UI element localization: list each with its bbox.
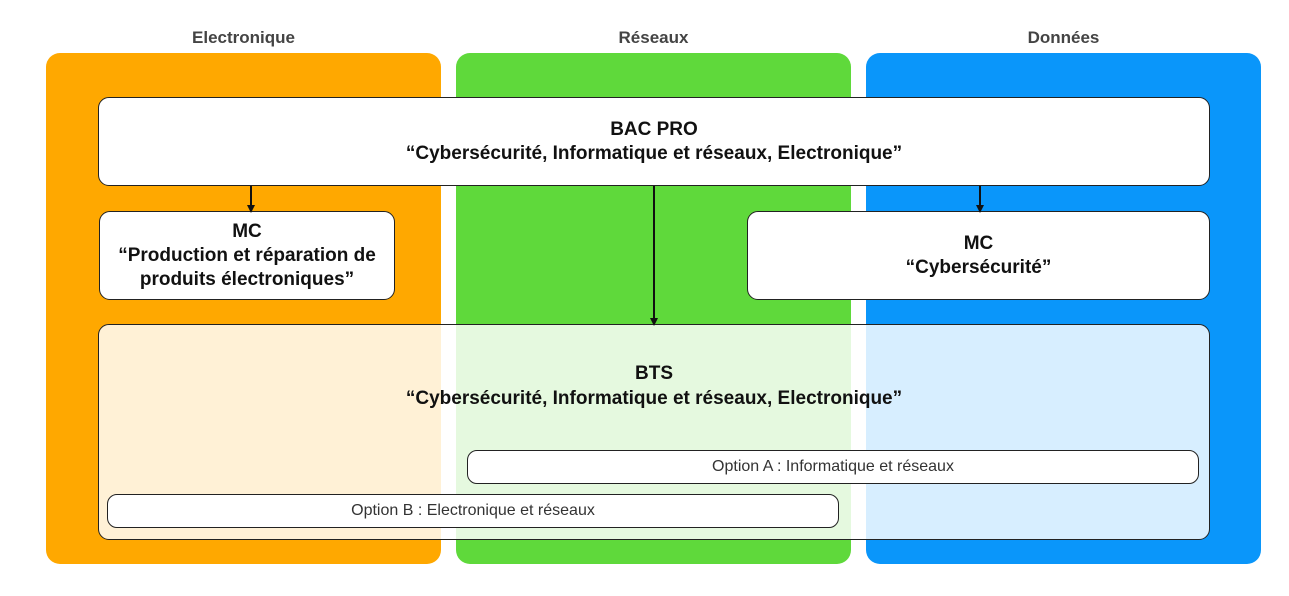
mc-electronique-title: MC (232, 220, 262, 242)
mc-electronique-box: MC “Production et réparation de produits… (99, 211, 395, 300)
mc-electronique-line2: produits électroniques” (139, 268, 355, 290)
bts-title: BTS (635, 363, 673, 384)
column-title-donnees: Données (1027, 28, 1100, 47)
bts-subtitle: “Cybersécurité, Informatique et réseaux,… (405, 388, 903, 409)
bac-pro-title: BAC PRO (610, 118, 698, 140)
bac-pro-subtitle: “Cybersécurité, Informatique et réseaux,… (405, 142, 903, 164)
mc-electronique-line1: “Production et réparation de (118, 244, 376, 266)
bts-heading: BTS “Cybersécurité, Informatique et rése… (99, 361, 1209, 411)
option-a-label: Option A : Informatique et réseaux (712, 458, 954, 475)
column-title-reseaux: Réseaux (618, 28, 689, 47)
bac-pro-box: BAC PRO “Cybersécurité, Informatique et … (98, 97, 1210, 186)
option-b-box: Option B : Electronique et réseaux (107, 494, 839, 528)
option-b-label: Option B : Electronique et réseaux (351, 502, 595, 519)
mc-cybersecurite-box: MC “Cybersécurité” (747, 211, 1210, 300)
column-title-electronique: Electronique (192, 28, 295, 47)
mc-cybersecurite-subtitle: “Cybersécurité” (905, 256, 1052, 278)
option-a-box: Option A : Informatique et réseaux (467, 450, 1199, 484)
mc-cybersecurite-title: MC (963, 232, 994, 254)
